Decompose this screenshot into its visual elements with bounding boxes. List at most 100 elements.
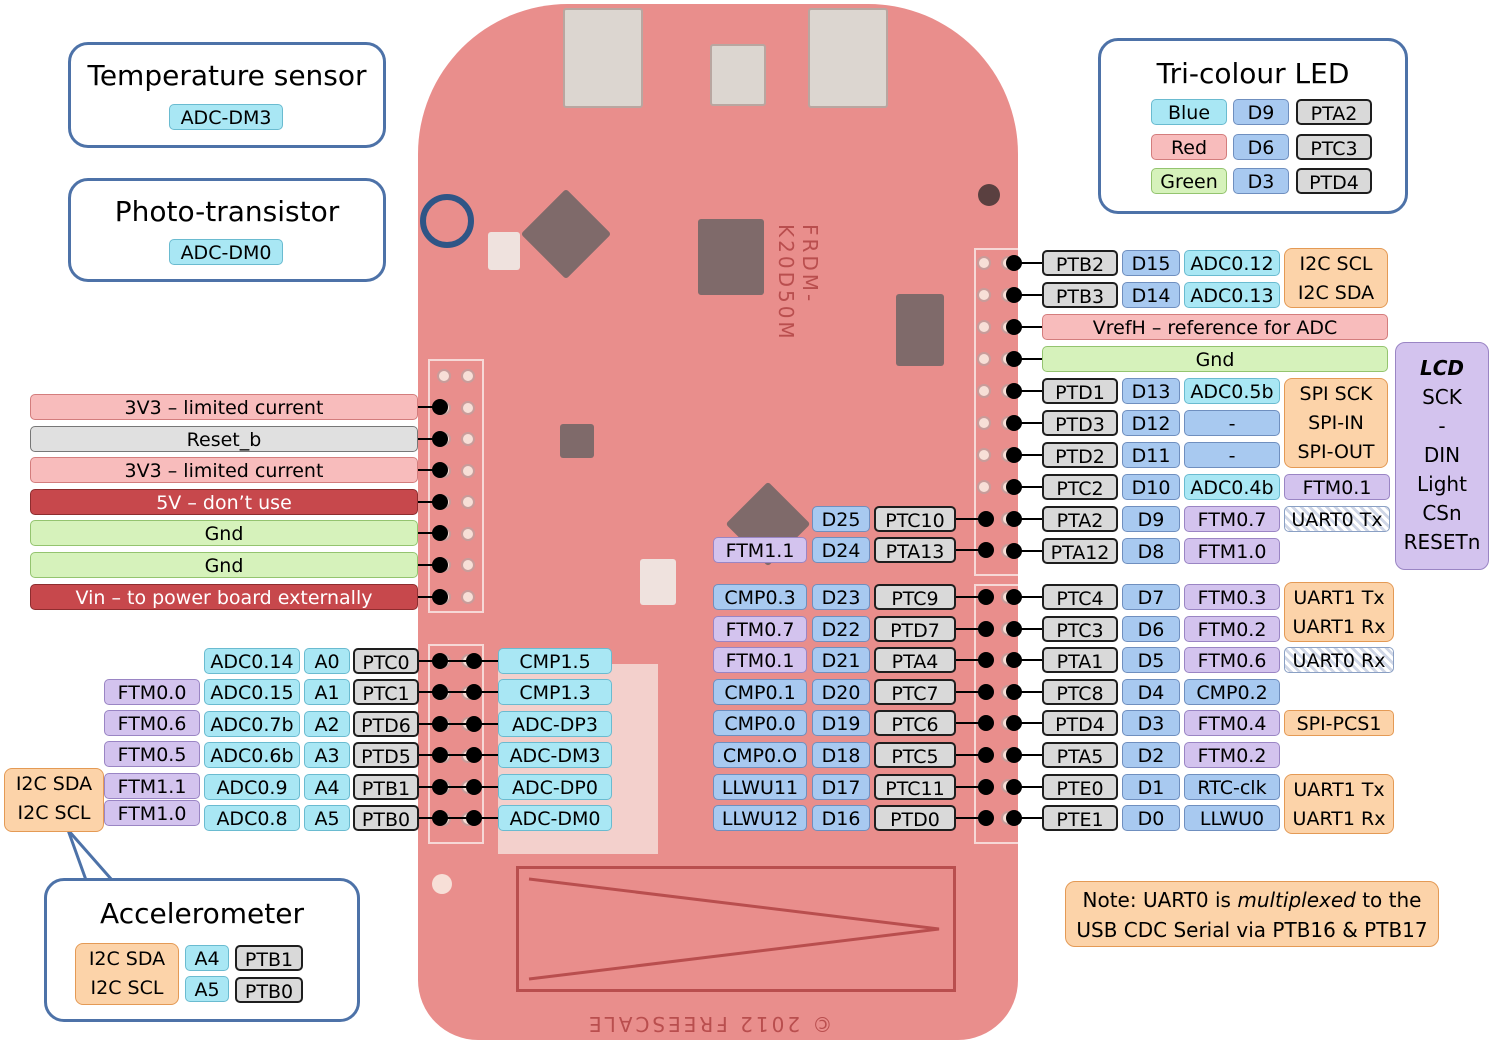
thermistor-marker-circle: [420, 194, 474, 248]
right-top-pin-6: PTD2: [1042, 442, 1118, 468]
photo-adc-pin: ADC-DM0: [169, 239, 283, 265]
lcd-resetn: RESETn: [1403, 530, 1481, 554]
right-outer-pin-3: PTC8: [1042, 678, 1118, 705]
left-inner-wire-4: [474, 785, 498, 788]
led-blue-pin: PTA2: [1296, 99, 1372, 125]
left-a-4: A4: [304, 773, 350, 800]
right-inner-wire-5: [956, 754, 986, 756]
mounting-hole: [432, 874, 452, 894]
accelerometer-chip: [520, 188, 612, 280]
left-inner-wire-0: [474, 660, 498, 662]
right-inner-dot-4: [978, 715, 994, 732]
lcd-dash: -: [1438, 414, 1446, 438]
right-outer-extra-2: UART0 Rx: [1284, 647, 1394, 674]
left-inner-1: CMP1.3: [498, 679, 612, 706]
right-top-extra-8: UART0 Tx: [1284, 506, 1390, 532]
right-outer-d-0: D7: [1122, 584, 1180, 610]
right-top-pin-5: PTD3: [1042, 410, 1118, 436]
right-top-d-5: D12: [1122, 410, 1180, 436]
right-top-pin-1: PTB3: [1042, 282, 1118, 308]
power-wire-3: [418, 500, 440, 503]
header-hole: [977, 480, 991, 494]
regulator: [896, 294, 944, 366]
left-ftm-1: FTM0.6: [104, 710, 200, 736]
header-hole: [461, 463, 475, 478]
right-outer-pin-5: PTA5: [1042, 742, 1118, 768]
left-a-3: A3: [304, 742, 350, 769]
left-pin-0: PTC0: [353, 648, 419, 674]
right-outer-dot-2: [1006, 652, 1022, 669]
left-adc-3: ADC0.6b: [204, 742, 300, 769]
right-top-wire-1: [1014, 294, 1042, 296]
right-inner-wire-1: [956, 627, 986, 630]
right-inner-dot-3: [978, 683, 994, 700]
right-top-d-4: D13: [1122, 378, 1180, 404]
header-j10: [428, 644, 484, 844]
lcd-sck: SCK: [1422, 385, 1462, 409]
right-top-pin-7: PTC2: [1042, 474, 1118, 500]
accel-sda: I2C SDA: [88, 948, 166, 970]
right-inner-dot-7: [978, 810, 994, 827]
small-chip: [560, 424, 594, 458]
right-i2c-box-line-1: I2C SDA: [1297, 282, 1375, 304]
right-outer-pin-4: PTD4: [1042, 710, 1118, 737]
left-adc-1: ADC0.15: [204, 679, 300, 706]
right-top-wire-6: [1014, 454, 1042, 456]
right-inner-top-d-0: D25: [812, 506, 870, 532]
power-dot-5: [432, 557, 448, 573]
right-outer-d-4: D3: [1122, 710, 1180, 737]
right-top-pin-0: PTB2: [1042, 250, 1118, 276]
left-dot-a-1: [432, 684, 448, 701]
right-inner-d-4: D19: [812, 710, 870, 737]
header-hole: [977, 384, 991, 398]
right-outer-d-7: D0: [1122, 805, 1180, 832]
right-outer-dot-6: [1006, 778, 1022, 795]
right-inner-dot-5: [978, 747, 994, 763]
right-top-dot-1: [1006, 287, 1022, 303]
right-outer-d-6: D1: [1122, 773, 1180, 800]
right-top-full-2: VrefH – reference for ADC: [1042, 314, 1388, 340]
lcd-title: LCD: [1419, 356, 1465, 380]
header-j9: [428, 359, 484, 613]
right-outer-dot-3: [1006, 683, 1022, 700]
right-inner-d-5: D18: [812, 742, 870, 768]
header-hole: [977, 448, 991, 462]
right-outer-pin-1: PTC3: [1042, 615, 1118, 642]
touch-slider: [516, 866, 956, 992]
left-inner-0: CMP1.5: [498, 648, 612, 674]
right-outer-d-1: D6: [1122, 615, 1180, 642]
left-adc-2: ADC0.7b: [204, 710, 300, 737]
right-top-full-3: Gnd: [1042, 346, 1388, 372]
header-hole: [461, 526, 475, 541]
right-inner-top-ftm-1: FTM1.1: [713, 537, 807, 563]
right-top-pin-4: PTD1: [1042, 378, 1118, 404]
right-inner-d-1: D22: [812, 615, 870, 642]
lcd-box: LCD SCK - DIN Light CSn RESETn: [1395, 342, 1489, 570]
power-dot-2: [432, 462, 448, 479]
right-top-dot-6: [1006, 447, 1022, 463]
right-outer-pin-0: PTC4: [1042, 584, 1118, 610]
right-inner-f-0: CMP0.3: [713, 584, 807, 610]
right-outer-wire-0: [1014, 596, 1042, 598]
left-adc-4: ADC0.9: [204, 773, 300, 800]
right-top-wire-2: [1014, 326, 1042, 328]
power-pin-0: 3V3 – limited current: [30, 394, 418, 420]
power-wire-5: [418, 564, 440, 566]
right-outer-dot-1: [1006, 620, 1022, 637]
right-outer-wire-7: [1014, 817, 1042, 820]
reset-switch: [710, 44, 766, 106]
accelerometer-i2c: I2C SDA I2C SCL: [75, 943, 179, 1005]
uart0-note: Note: UART0 is multiplexed to the USB CD…: [1065, 881, 1439, 947]
right-outer-f-4: FTM0.4: [1184, 710, 1280, 737]
power-dot-3: [432, 493, 448, 510]
right-inner-d-2: D21: [812, 647, 870, 674]
left-adc-5: ADC0.8: [204, 805, 300, 831]
right-top-dot-8: [1006, 511, 1022, 527]
left-dot-a-0: [432, 653, 448, 669]
led-red-label: Red: [1151, 134, 1227, 160]
led-red-pin: PTC3: [1296, 134, 1372, 160]
right-inner-pin-2: PTA4: [874, 647, 956, 674]
right-inner-top-dot-0: [978, 511, 994, 527]
left-ftm-0: FTM0.0: [104, 679, 200, 705]
